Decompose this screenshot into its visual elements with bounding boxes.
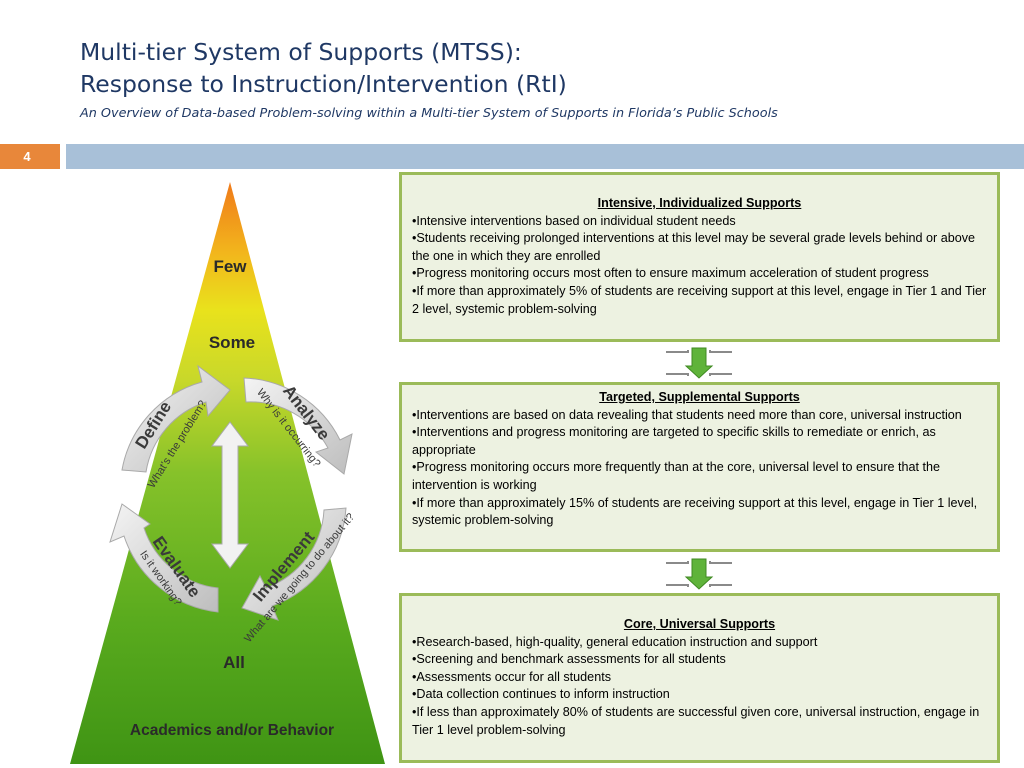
slide-title-line-1: Multi-tier System of Supports (MTSS):	[80, 38, 522, 66]
tier-bullet: •Interventions and progress monitoring a…	[412, 425, 936, 457]
pyramid-label-base: Academics and/or Behavior	[130, 722, 334, 739]
slide-number: 4	[23, 149, 31, 164]
tier-bullet: •Interventions are based on data reveali…	[412, 407, 962, 422]
double-arrow-icon	[211, 421, 249, 569]
slide-number-badge: 4	[0, 144, 60, 169]
cycle-arrow-top-left	[121, 364, 231, 473]
tier-title-core: Core, Universal Supports	[623, 617, 776, 631]
tier-bullets-core: •Research-based, high-quality, general e…	[412, 634, 987, 740]
pyramid-label-some: Some	[209, 333, 255, 352]
pyramid-label-few: Few	[213, 257, 247, 276]
tier-box-intensive: Intensive, Individualized Supports •Inte…	[399, 172, 1000, 342]
slide-title-line-2: Response to Instruction/Intervention (Rt…	[80, 70, 567, 98]
connector-arrow-1-icon	[666, 347, 732, 379]
pyramid-diagram: Few Some All Academics and/or Behavior D…	[70, 182, 385, 764]
cycle-arrow-bottom-right	[241, 507, 347, 621]
tier-bullet: •If more than approximately 5% of studen…	[412, 283, 987, 316]
pyramid-label-all: All	[223, 653, 245, 672]
connector-arrow-2-icon	[666, 558, 732, 590]
tier-bullet: •Progress monitoring occurs more frequen…	[412, 460, 941, 492]
tier-bullet: •If less than approximately 80% of stude…	[412, 704, 980, 737]
slide-subtitle: An Overview of Data-based Problem-solvin…	[80, 106, 778, 121]
tier-bullet: •Students receiving prolonged interventi…	[412, 231, 976, 263]
tier-bullet: •Assessments occur for all students	[412, 669, 611, 684]
cycle-arrow-bottom-left	[109, 503, 219, 613]
tier-bullet: •Research-based, high-quality, general e…	[412, 634, 818, 649]
tier-title-intensive: Intensive, Individualized Supports	[597, 196, 802, 210]
cycle-arrow-top-right	[243, 377, 353, 475]
tier-box-targeted: Targeted, Supplemental Supports •Interve…	[399, 382, 1000, 552]
title-block: Multi-tier System of Supports (MTSS): Re…	[80, 36, 1000, 121]
tier-bullet: •Screening and benchmark assessments for…	[412, 652, 726, 667]
tier-box-core: Core, Universal Supports •Research-based…	[399, 593, 1000, 763]
tier-bullet: •Progress monitoring occurs most often t…	[412, 266, 929, 281]
tier-bullets-intensive: •Intensive interventions based on indivi…	[412, 213, 987, 319]
tier-bullet: •If more than approximately 15% of stude…	[412, 495, 978, 528]
tier-bullets-targeted: •Interventions are based on data reveali…	[412, 407, 987, 530]
header-accent-bar	[66, 144, 1024, 169]
tier-bullet: •Intensive interventions based on indivi…	[412, 213, 736, 228]
tier-title-targeted: Targeted, Supplemental Supports	[599, 390, 800, 404]
cycle-arrows	[109, 364, 353, 621]
tier-bullet: •Data collection continues to inform ins…	[412, 687, 670, 702]
